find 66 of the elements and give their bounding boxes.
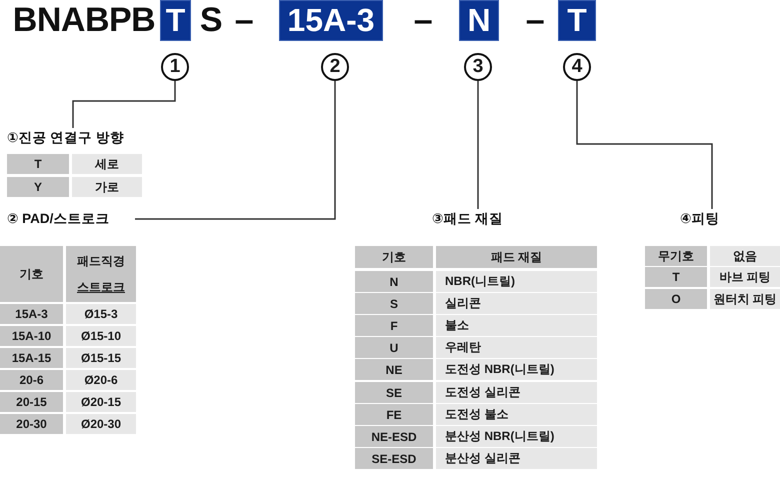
table-cell: 15A-15 [0,348,63,368]
separator-dash: – [412,0,434,41]
separator-dash: – [524,0,546,41]
callout-number: 3 [464,53,492,81]
leader-line [576,81,713,209]
table-cell: 불소 [436,315,597,336]
table-cell: Ø20-6 [66,370,136,390]
table-cell: T [645,267,707,287]
callout-number: 4 [563,53,591,81]
table-cell: Ø15-15 [66,348,136,368]
table-cell: Ø20-30 [66,414,136,434]
table-cell: 무기호 [645,246,707,266]
table-cell: SE [355,382,433,403]
table-cell: 20-30 [0,414,63,434]
callout-number: 1 [161,53,189,81]
table-cell: SE-ESD [355,448,433,469]
table-cell: 도전성 불소 [436,404,597,425]
section-heading: ③패드 재질 [432,209,528,229]
table-header-cell: 기호 [0,246,63,302]
model-code-text: S [199,0,223,41]
highlighted-code-segment: T [160,0,191,41]
table-cell: Ø15-10 [66,326,136,346]
table-cell: FE [355,404,433,425]
highlighted-code-segment: T [558,0,596,41]
leader-line [72,81,176,128]
table-cell: Y [7,177,69,197]
table-cell: Ø20-15 [66,392,136,412]
table-cell: 가로 [72,177,142,197]
table-cell: O [645,289,707,309]
table-cell: NE-ESD [355,426,433,447]
table-header-cell: 패드 재질 [436,246,597,268]
model-code-text: BNABPB [14,0,154,41]
table-cell: 바브 피팅 [710,267,780,287]
table-cell: 15A-3 [0,304,63,324]
table-cell: 분산성 실리콘 [436,448,597,469]
table-cell: 분산성 NBR(니트릴) [436,426,597,447]
highlighted-code-segment: N [459,0,499,41]
table-cell: 20-6 [0,370,63,390]
table-cell: N [355,271,433,292]
table-cell: 도전성 NBR(니트릴) [436,359,597,380]
table-cell: 없음 [710,246,780,266]
table-cell: S [355,293,433,314]
table-cell: 원터치 피팅 [710,289,780,309]
section-heading: ①진공 연결구 방향 [7,128,143,148]
header-text: 스트로크 [76,278,126,296]
table-cell: 도전성 실리콘 [436,382,597,403]
callout-number: 2 [321,53,349,81]
table-cell: U [355,337,433,358]
table-cell: 실리콘 [436,293,597,314]
section-heading: ④피팅 [680,209,734,229]
table-cell: 20-15 [0,392,63,412]
table-cell: NE [355,359,433,380]
header-text: 패드직경 [76,252,126,270]
leader-line [135,81,336,220]
table-header-cell: 기호 [355,246,433,268]
table-cell: Ø15-3 [66,304,136,324]
table-cell: NBR(니트릴) [436,271,597,292]
separator-dash: – [234,0,254,41]
table-cell: 세로 [72,154,142,174]
table-cell: 15A-10 [0,326,63,346]
table-cell: 우레탄 [436,337,597,358]
table-cell: T [7,154,69,174]
highlighted-code-segment: 15A-3 [279,0,383,41]
leader-line [477,81,479,209]
table-cell: F [355,315,433,336]
section-heading: ② PAD/스트로크 [7,209,135,229]
